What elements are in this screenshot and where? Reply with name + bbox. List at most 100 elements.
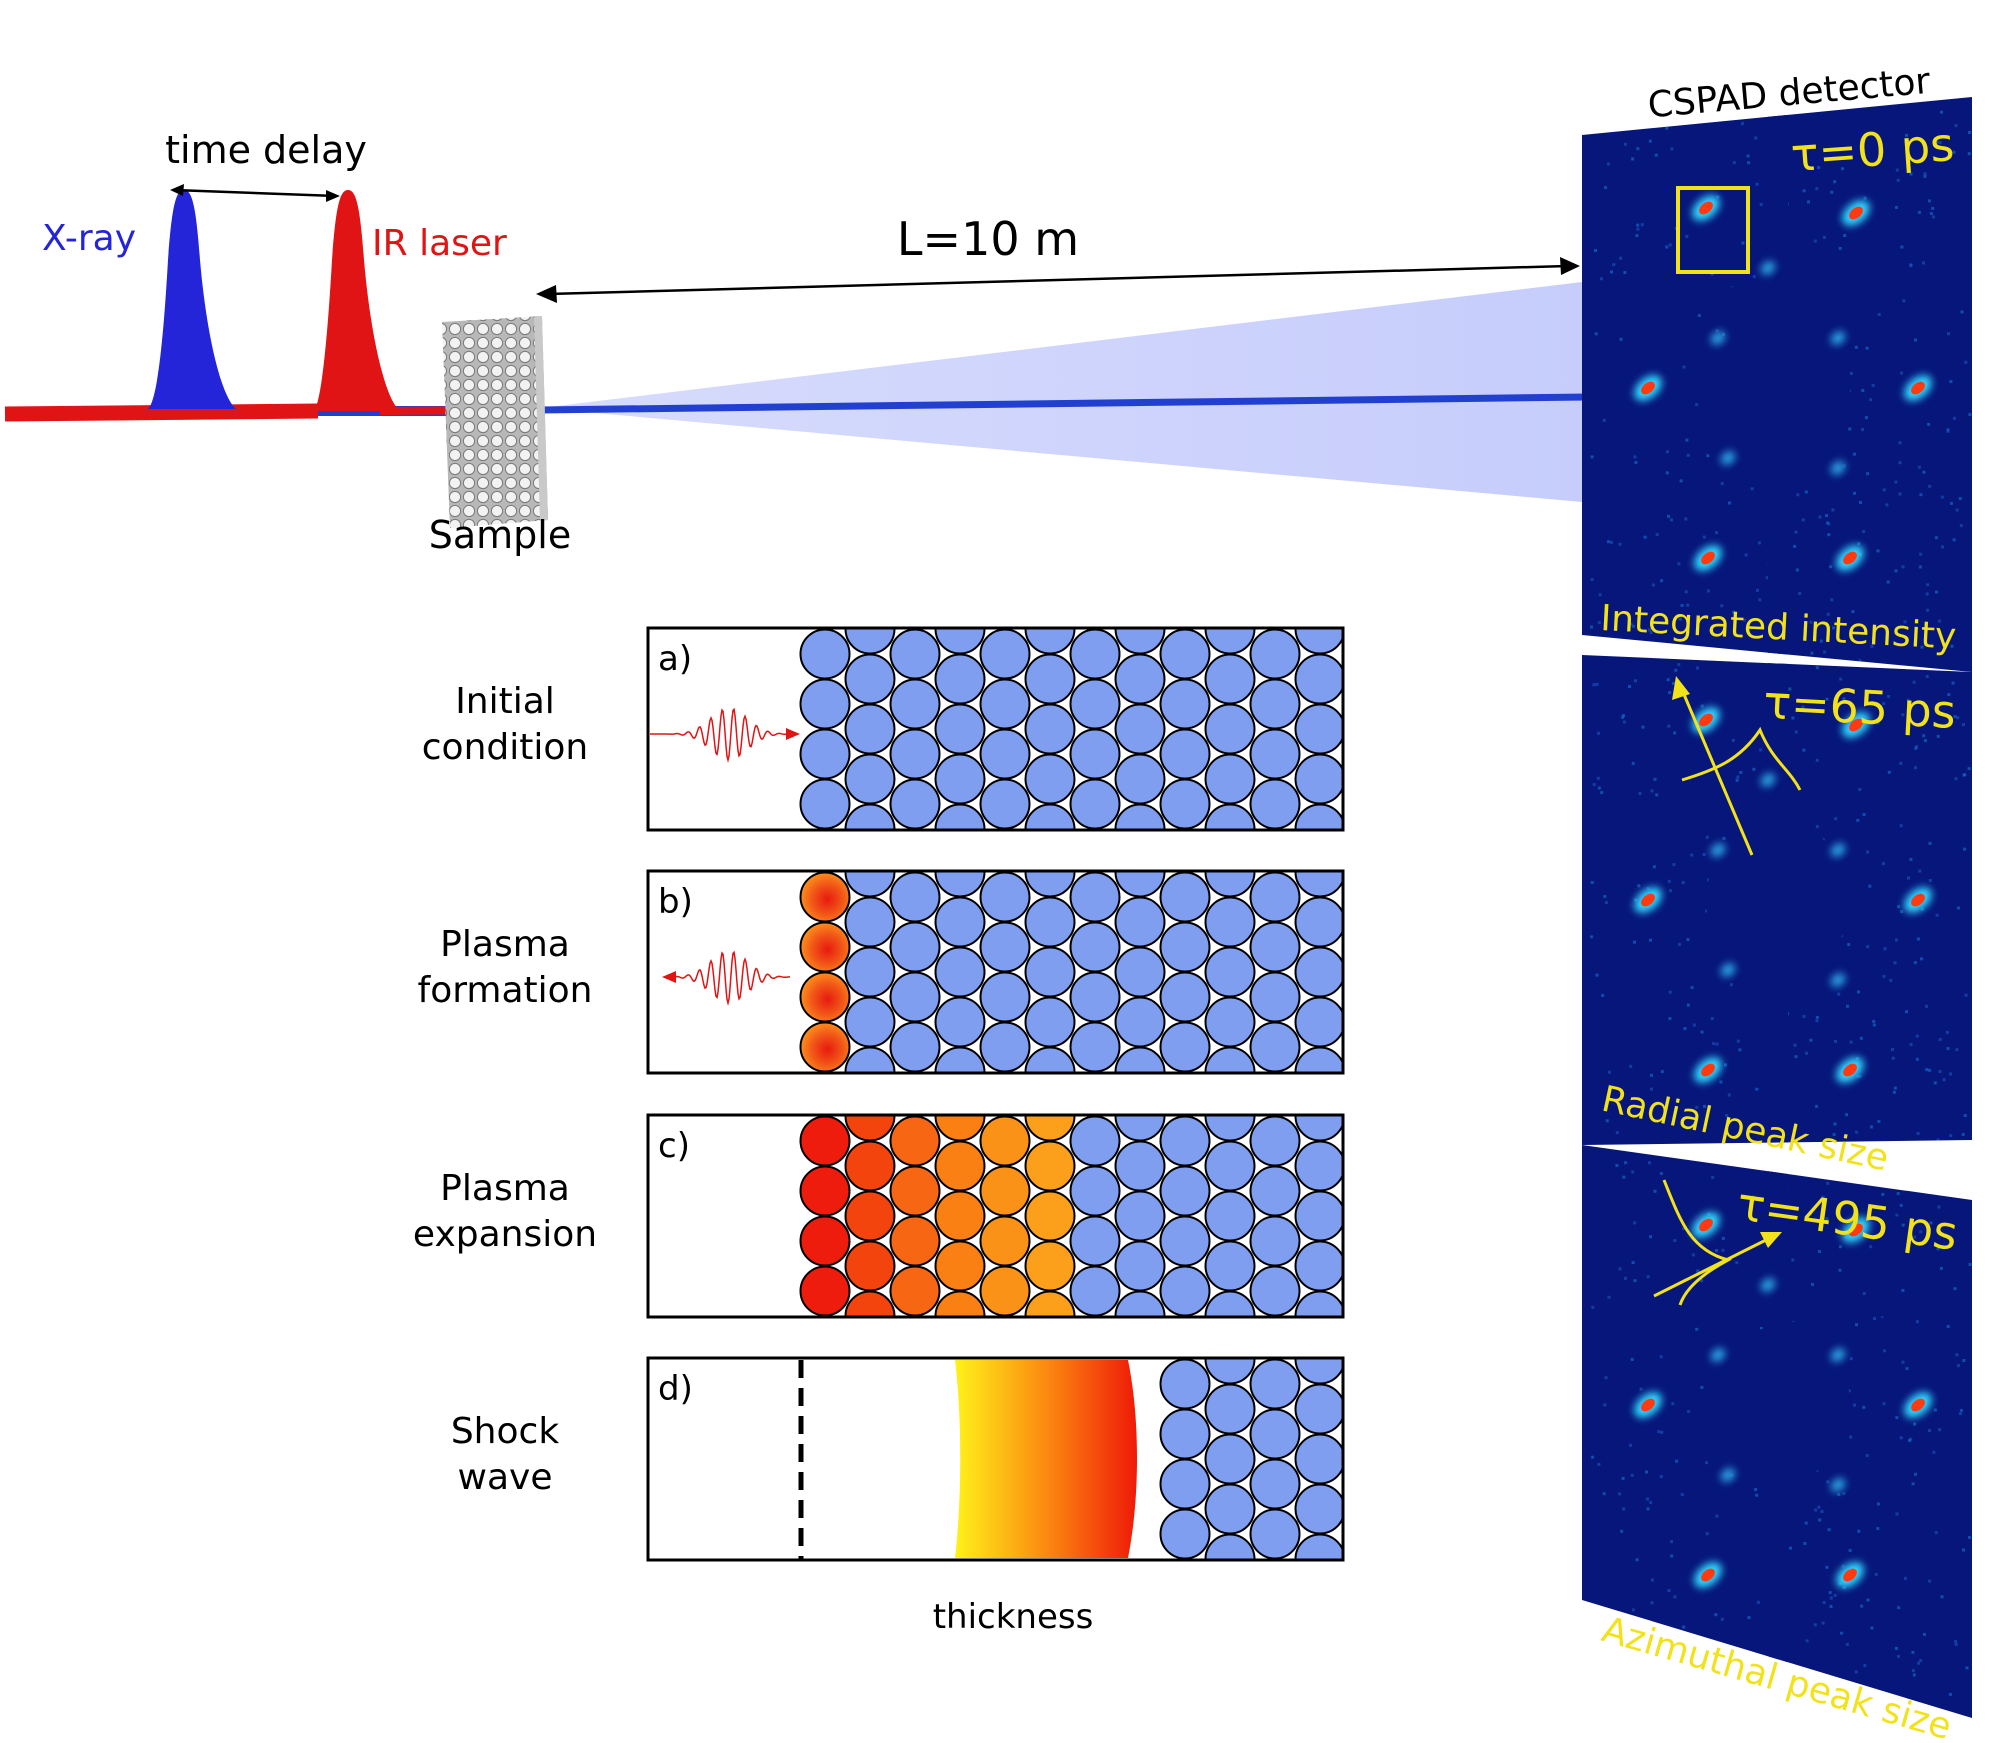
- bragg-spot: [1830, 1478, 1846, 1492]
- sphere: [979, 1265, 1031, 1317]
- bragg-spot: [1836, 1562, 1864, 1588]
- bragg-spot: [1694, 1562, 1722, 1588]
- sphere: [1204, 703, 1256, 755]
- bragg-spot: [1836, 545, 1864, 571]
- sphere: [1114, 1240, 1166, 1292]
- arrowhead-right: [786, 728, 800, 740]
- bragg-spot: [1692, 195, 1720, 221]
- sphere: [1159, 1165, 1211, 1217]
- sphere: [1024, 1140, 1076, 1192]
- sphere: [889, 728, 941, 780]
- stage-title-line1: Initial: [455, 681, 555, 722]
- sphere: [799, 1215, 851, 1267]
- stage-d-panel: d): [646, 1356, 1345, 1684]
- sphere: [844, 996, 896, 1048]
- sphere: [1024, 996, 1076, 1048]
- sphere: [1204, 946, 1256, 998]
- sphere: [1294, 703, 1343, 755]
- bragg-spot: [1634, 375, 1662, 401]
- sphere: [996, 628, 1014, 630]
- sphere: [1249, 1408, 1301, 1460]
- sphere: [1204, 753, 1256, 805]
- sphere: [799, 871, 851, 923]
- sphere: [1249, 871, 1301, 923]
- sphere: [844, 703, 896, 755]
- sphere: [1069, 678, 1121, 730]
- sphere: [889, 678, 941, 730]
- sphere: [1114, 1190, 1166, 1242]
- sphere: [1114, 896, 1166, 948]
- sphere: [1251, 1610, 1300, 1659]
- sphere: [934, 1190, 986, 1242]
- sphere: [1204, 1383, 1256, 1435]
- bragg-spot: [1710, 331, 1726, 345]
- bragg-spot: [1830, 331, 1846, 345]
- stage-title-line1: Plasma: [440, 1168, 570, 1209]
- bragg-spot: [1710, 843, 1726, 857]
- sphere: [979, 971, 1031, 1023]
- sphere: [844, 946, 896, 998]
- bragg-spot: [1720, 451, 1736, 465]
- sphere: [799, 1165, 851, 1217]
- sphere: [1206, 1635, 1255, 1684]
- sphere: [1249, 971, 1301, 1023]
- sphere: [1159, 921, 1211, 973]
- sphere: [844, 1190, 896, 1242]
- ir-pulse: [314, 190, 400, 411]
- sphere: [1069, 1265, 1121, 1317]
- stage-letter: d): [658, 1369, 693, 1409]
- sphere: [1176, 628, 1194, 630]
- sphere: [979, 1021, 1031, 1073]
- sphere: [1159, 1358, 1211, 1410]
- stage-title-line2: condition: [422, 727, 588, 768]
- sphere: [1206, 1585, 1255, 1634]
- xray-label: X-ray: [42, 218, 136, 259]
- sphere: [1161, 1610, 1210, 1659]
- stage-frame: [646, 1113, 1345, 1319]
- xray-pulse: [148, 190, 236, 409]
- sphere: [1069, 1115, 1121, 1167]
- sphere: [979, 728, 1031, 780]
- sphere: [1204, 996, 1256, 1048]
- sphere: [889, 778, 941, 830]
- beam-cone: [540, 282, 1582, 502]
- bragg-spot: [1904, 887, 1932, 913]
- sphere: [1204, 896, 1256, 948]
- sphere: [889, 921, 941, 973]
- bragg-spot: [1842, 712, 1870, 738]
- sphere: [1114, 1140, 1166, 1192]
- sphere: [1159, 728, 1211, 780]
- sphere: [844, 1140, 896, 1192]
- sphere: [1069, 921, 1121, 973]
- sphere: [1069, 971, 1121, 1023]
- sphere: [1159, 678, 1211, 730]
- sphere: [1294, 1190, 1343, 1242]
- sphere: [1296, 1635, 1345, 1684]
- sphere: [906, 628, 924, 630]
- sphere: [1159, 1215, 1211, 1267]
- sphere: [1024, 1240, 1076, 1292]
- sphere: [1249, 678, 1301, 730]
- sphere: [799, 628, 851, 680]
- sphere: [1114, 946, 1166, 998]
- sphere: [799, 778, 851, 830]
- sphere: [799, 1265, 851, 1317]
- sphere: [1294, 1240, 1343, 1292]
- sphere: [1159, 1458, 1211, 1510]
- sphere: [1204, 1483, 1256, 1535]
- stage-frame: [646, 1356, 1345, 1562]
- sphere: [844, 896, 896, 948]
- bragg-spot: [1842, 1217, 1870, 1243]
- bragg-spot: [1720, 1468, 1736, 1482]
- sphere: [1204, 1190, 1256, 1242]
- arrowhead-left: [662, 971, 676, 983]
- stage-title-line1: Shock: [451, 1411, 559, 1452]
- bragg-spot: [1694, 1057, 1722, 1083]
- sphere: [816, 628, 834, 630]
- sphere: [1159, 1508, 1211, 1560]
- bragg-spot: [1830, 973, 1846, 987]
- sphere: [889, 971, 941, 1023]
